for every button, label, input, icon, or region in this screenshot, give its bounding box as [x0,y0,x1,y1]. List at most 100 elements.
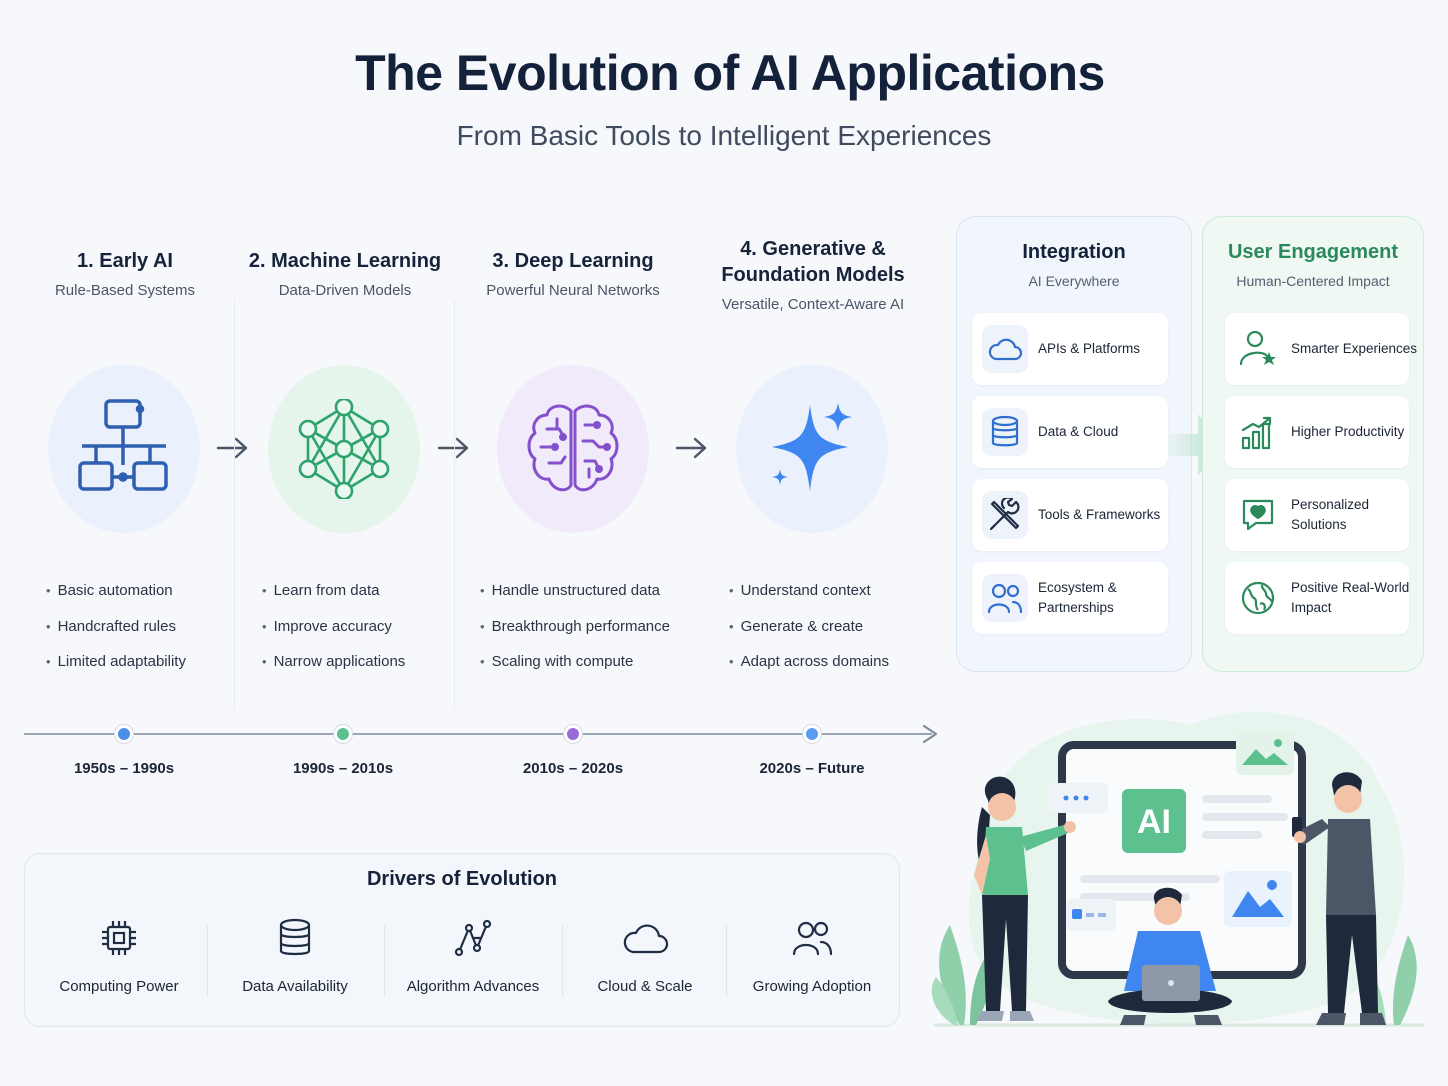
card-label-line: Positive Real-World [1291,580,1410,595]
people-with-ai-illustration: AI [931,711,1424,1027]
integration-card: Data & Cloud [972,396,1168,468]
engagement-card: Smarter Experiences [1225,313,1417,385]
list-item: Limited adaptability [46,653,186,689]
stage-title: 3. Deep Learning [492,250,654,272]
stage-machine-learning: 2. Machine Learning Data-Driven Models [240,248,450,299]
list-item: Generate & create [729,618,889,654]
card-label: APIs & Platforms [1038,341,1141,356]
stage-icon-circle [736,365,888,533]
arrow-right-icon [675,437,707,459]
panel-title: User Engagement [1227,241,1399,263]
stage-deep-learning: 3. Deep Learning Powerful Neural Network… [468,248,678,299]
stage-title: 2. Machine Learning [248,250,442,272]
timeline-label: 2020s – Future [759,760,865,777]
panel-subtitle: AI Everywhere [1028,273,1120,289]
driver-algorithm-advances: Algorithm Advances [403,918,543,995]
page-title: The Evolution of AI Applications [355,45,1105,101]
divider [207,925,208,997]
chip-icon [102,921,136,955]
panel-title: Integration [1022,241,1126,263]
timeline-label: 2010s – 2020s [522,760,624,777]
integration-card: Tools & Frameworks [972,479,1168,551]
flowchart-icon [78,399,168,491]
heart-chat-icon [1235,491,1281,539]
cloud-icon [623,924,669,954]
brain-circuit-icon [527,404,619,492]
timeline-arrow-icon [922,724,938,744]
engagement-panel: User Engagement Human-Centered Impact Sm… [1202,216,1424,672]
tools-icon [982,491,1028,539]
database-icon [279,918,311,956]
stage-title: 4. Generative & [740,238,886,260]
list-item: Improve accuracy [262,618,405,654]
card-label-line: Impact [1291,600,1332,615]
card-label-line: Solutions [1291,517,1347,532]
list-item: Handcrafted rules [46,618,186,654]
timeline-dot [564,725,582,743]
divider [234,300,235,710]
timeline-dot [803,725,821,743]
card-label-line: Personalized [1291,497,1370,512]
stage-icon-circle [268,365,420,533]
timeline-dot [115,725,133,743]
list-item: Understand context [729,582,889,618]
users-icon [982,574,1028,622]
drivers-title: Drivers of Evolution [366,868,558,890]
driver-label: Growing Adoption [752,978,872,995]
stage-subtitle: Versatile, Context-Aware AI [721,296,905,313]
neural-network-icon [298,399,390,499]
stage-bullets: Understand context Generate & create Ada… [729,582,889,689]
stage-subtitle: Powerful Neural Networks [486,282,660,299]
driver-computing-power: Computing Power [49,918,189,995]
list-item: Handle unstructured data [480,582,670,618]
timeline-axis [24,733,932,735]
stage-generative: 4. Generative & Foundation Models Versat… [707,236,919,313]
page-subtitle: From Basic Tools to Intelligent Experien… [456,120,992,151]
stage-subtitle: Data-Driven Models [278,282,412,299]
integration-card: APIs & Platforms [972,313,1168,385]
stage-icon-circle [48,365,200,533]
ai-badge-text: AI [1137,803,1171,841]
woman-figure [974,776,1076,1021]
list-item: Scaling with compute [480,653,670,689]
algorithm-icon [454,919,492,957]
sparkle-icon [772,403,852,491]
driver-label: Data Availability [242,978,348,995]
user-star-icon [1235,325,1281,373]
divider [384,925,385,997]
card-label-line: Ecosystem & [1038,580,1117,595]
ai-badge [1122,789,1186,853]
list-item: Learn from data [262,582,405,618]
list-item: Narrow applications [262,653,406,689]
engagement-card: Higher Productivity [1225,396,1409,468]
card-label-line: Partnerships [1038,600,1114,615]
driver-label: Algorithm Advances [406,978,540,995]
driver-growing-adoption: Growing Adoption [742,918,882,995]
card-label: Smarter Experiences [1291,341,1418,356]
stage-title: Foundation Models [721,264,905,286]
database-icon [982,408,1028,456]
list-item: Basic automation [46,582,186,618]
list-item: Breakthrough performance [480,618,670,654]
stage-title: 1. Early AI [77,250,173,272]
card-label: Ecosystem & Partnerships [1038,562,1178,634]
arrow-right-icon [437,437,469,459]
driver-data-availability: Data Availability [225,918,365,995]
panel-subtitle: Human-Centered Impact [1236,273,1390,289]
growth-chart-icon [1235,408,1281,456]
arrow-right-icon [216,437,248,459]
stage-icon-circle [497,365,649,533]
divider [454,300,455,710]
stage-subtitle: Rule-Based Systems [54,282,196,299]
users-icon [792,921,833,956]
timeline-dot [334,725,352,743]
card-label: Higher Productivity [1291,424,1405,439]
stage-bullets: Basic automation Handcrafted rules Limit… [46,582,186,689]
timeline-label: 1950s – 1990s [73,760,175,777]
divider [562,925,563,997]
driver-label: Cloud & Scale [597,978,693,995]
